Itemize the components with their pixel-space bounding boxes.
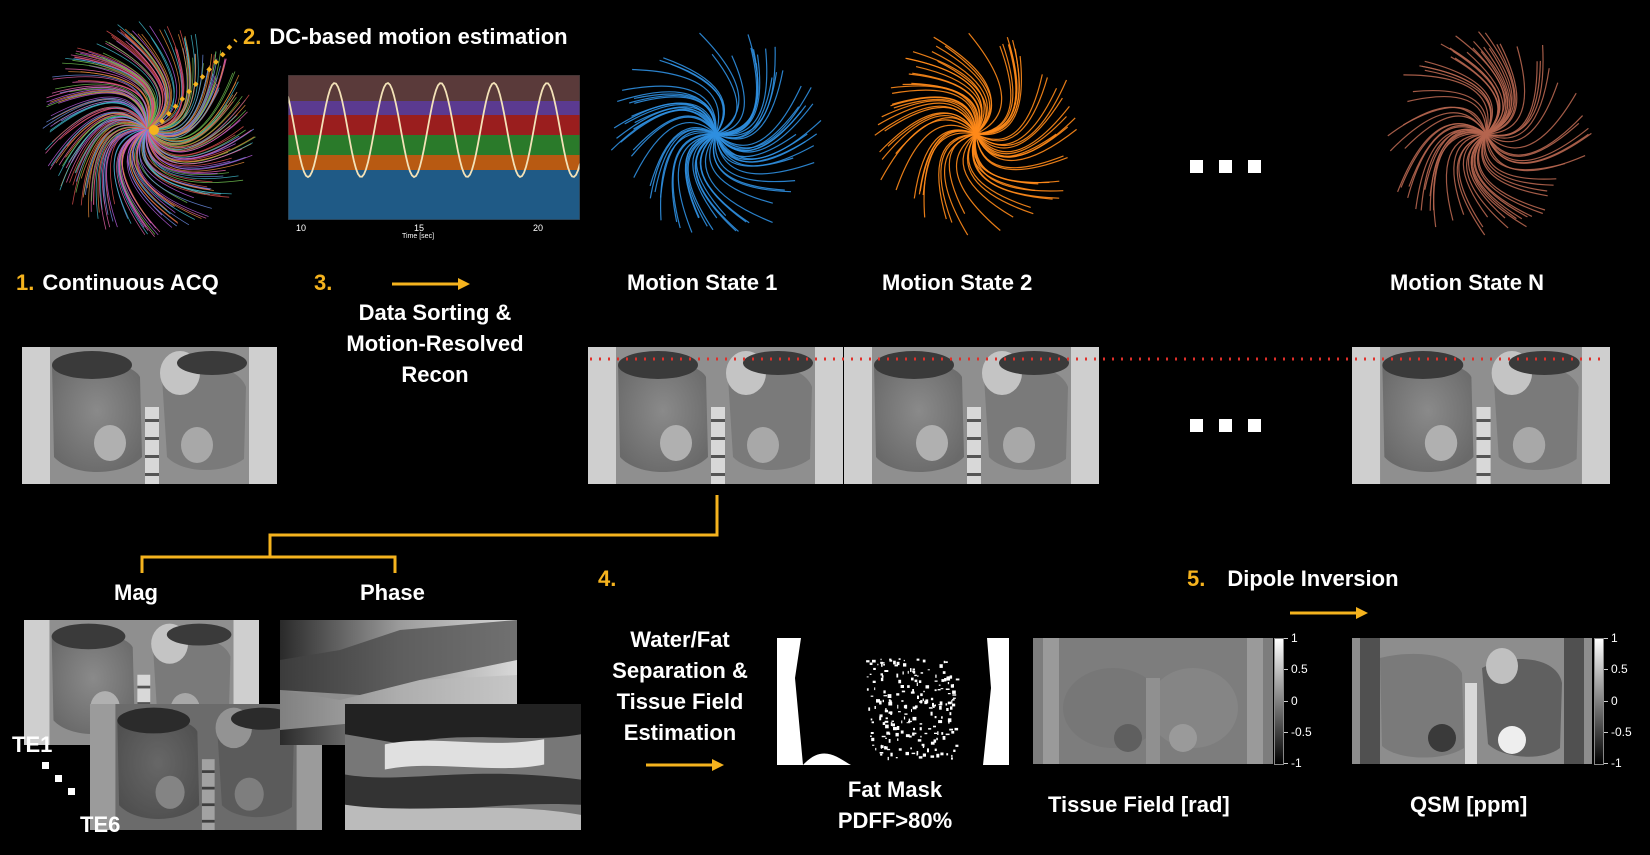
step1-label: 1. Continuous ACQ <box>16 270 219 296</box>
step2-text: DC-based motion estimation <box>269 24 567 49</box>
band-4 <box>288 135 580 155</box>
qsm-colorbar <box>1594 638 1604 765</box>
qsm-image <box>1352 638 1592 764</box>
mag-label: Mag <box>114 580 158 606</box>
colorbar-tickmark <box>1284 701 1288 702</box>
colorbar-tickmark <box>1284 763 1288 764</box>
te6-label: TE6 <box>80 812 120 838</box>
motion-state-n-label: Motion State N <box>1390 270 1544 296</box>
step3-label: Data Sorting & Motion-Resolved Recon <box>320 297 550 390</box>
right-arrow-icon <box>646 757 726 773</box>
colorbar-tickmark <box>1604 701 1608 702</box>
x-tick-15: 15 <box>414 223 424 233</box>
mri-coronal <box>1352 347 1610 484</box>
colorbar-tickmark <box>1604 763 1608 764</box>
colorbar-tickmark <box>1604 669 1608 670</box>
colorbar-tick-label: 0.5 <box>1611 662 1628 676</box>
mri-coronal <box>844 347 1099 484</box>
motion-state-2-label: Motion State 2 <box>882 270 1032 296</box>
step1-number: 1. <box>16 270 34 295</box>
qsm-map <box>1352 638 1592 764</box>
diaphragm-reference-line <box>590 356 1605 362</box>
step4-line2: Separation & <box>595 655 765 686</box>
motion-state-1-label: Motion State 1 <box>627 270 777 296</box>
right-arrow-icon <box>392 276 472 292</box>
trajectory-spoke <box>976 117 1067 154</box>
band-5 <box>288 155 580 170</box>
right-arrow-icon <box>1290 605 1370 621</box>
trajectory-spoke <box>968 134 1034 214</box>
x-axis-label: Time [sec] <box>402 233 434 240</box>
step4-line4: Estimation <box>595 717 765 748</box>
step2-label: 2. DC-based motion estimation <box>243 24 568 50</box>
fat-mask-binary <box>773 638 1013 765</box>
colorbar-tick-label: -1 <box>1291 756 1302 770</box>
colorbar-tick-label: 0 <box>1291 694 1298 708</box>
tissue-field-map <box>1033 638 1273 764</box>
step4-line1: Water/Fat <box>595 624 765 655</box>
colorbar-tickmark <box>1284 669 1288 670</box>
phase-map-te6 <box>345 704 581 830</box>
colorbar-tickmark <box>1284 732 1288 733</box>
step5-number: 5. <box>1187 566 1205 591</box>
x-tick-10: 10 <box>296 223 306 233</box>
colorbar-tick-label: 1 <box>1611 631 1618 645</box>
colorbar-tick-label: -1 <box>1611 756 1622 770</box>
step3-line2: Motion-Resolved <box>320 328 550 359</box>
continuous-acq-image <box>22 347 277 484</box>
te1-label: TE1 <box>12 732 52 758</box>
step4-line3: Tissue Field <box>595 686 765 717</box>
te-ellipsis-icon <box>40 760 80 800</box>
dc-connector-line <box>140 30 250 140</box>
colorbar-tick-label: 1 <box>1291 631 1298 645</box>
trajectory-spoke <box>896 125 976 190</box>
fat-mask-line2: PDFF>80% <box>800 805 990 836</box>
step4-label: Water/Fat Separation & Tissue Field Esti… <box>595 624 765 748</box>
motion-state-2-image <box>844 347 1099 484</box>
colorbar-tick-label: -0.5 <box>1611 725 1632 739</box>
phase-te6-image <box>345 704 581 830</box>
colorbar-tick-label: 0 <box>1611 694 1618 708</box>
signal-plot-area <box>288 75 580 220</box>
step1-text: Continuous ACQ <box>42 270 218 295</box>
step4-number: 4. <box>598 566 616 592</box>
kspace-trajectory-state-n <box>1380 28 1592 240</box>
colorbar-tickmark <box>1284 638 1288 639</box>
step3-line3: Recon <box>320 359 550 390</box>
x-tick-20: 20 <box>533 223 543 233</box>
kspace-trajectory-state-2 <box>870 28 1082 240</box>
trajectory-spoke <box>1403 75 1488 134</box>
step5-label: 5. Dipole Inversion <box>1187 566 1399 592</box>
mri-coronal <box>588 347 843 484</box>
step2-number: 2. <box>243 24 261 49</box>
step3-line1: Data Sorting & <box>320 297 550 328</box>
step5-text: Dipole Inversion <box>1227 566 1398 591</box>
signal-plot: 10 15 20 Time [sec] <box>288 75 580 240</box>
step3-number: 3. <box>314 270 332 296</box>
colorbar-tick-label: -0.5 <box>1291 725 1312 739</box>
motion-state-1-image <box>588 347 843 484</box>
tissue-field-colorbar <box>1274 638 1284 765</box>
motion-state-n-image <box>1352 347 1610 484</box>
bracket-connector <box>130 495 730 575</box>
mri-coronal <box>22 347 277 484</box>
tissue-field-label: Tissue Field [rad] <box>1048 792 1230 818</box>
tissue-field-image <box>1033 638 1273 764</box>
colorbar-tick-label: 0.5 <box>1291 662 1308 676</box>
colorbar-tickmark <box>1604 732 1608 733</box>
qsm-label: QSM [ppm] <box>1410 792 1527 818</box>
trajectory-spoke <box>945 134 976 235</box>
kspace-trajectory-state-1 <box>610 28 822 240</box>
fat-mask-line1: Fat Mask <box>800 774 990 805</box>
colorbar-tickmark <box>1604 638 1608 639</box>
band-6 <box>288 170 580 220</box>
phase-label: Phase <box>360 580 425 606</box>
fat-mask-image <box>773 638 1013 765</box>
fat-mask-label: Fat Mask PDFF>80% <box>800 774 990 836</box>
